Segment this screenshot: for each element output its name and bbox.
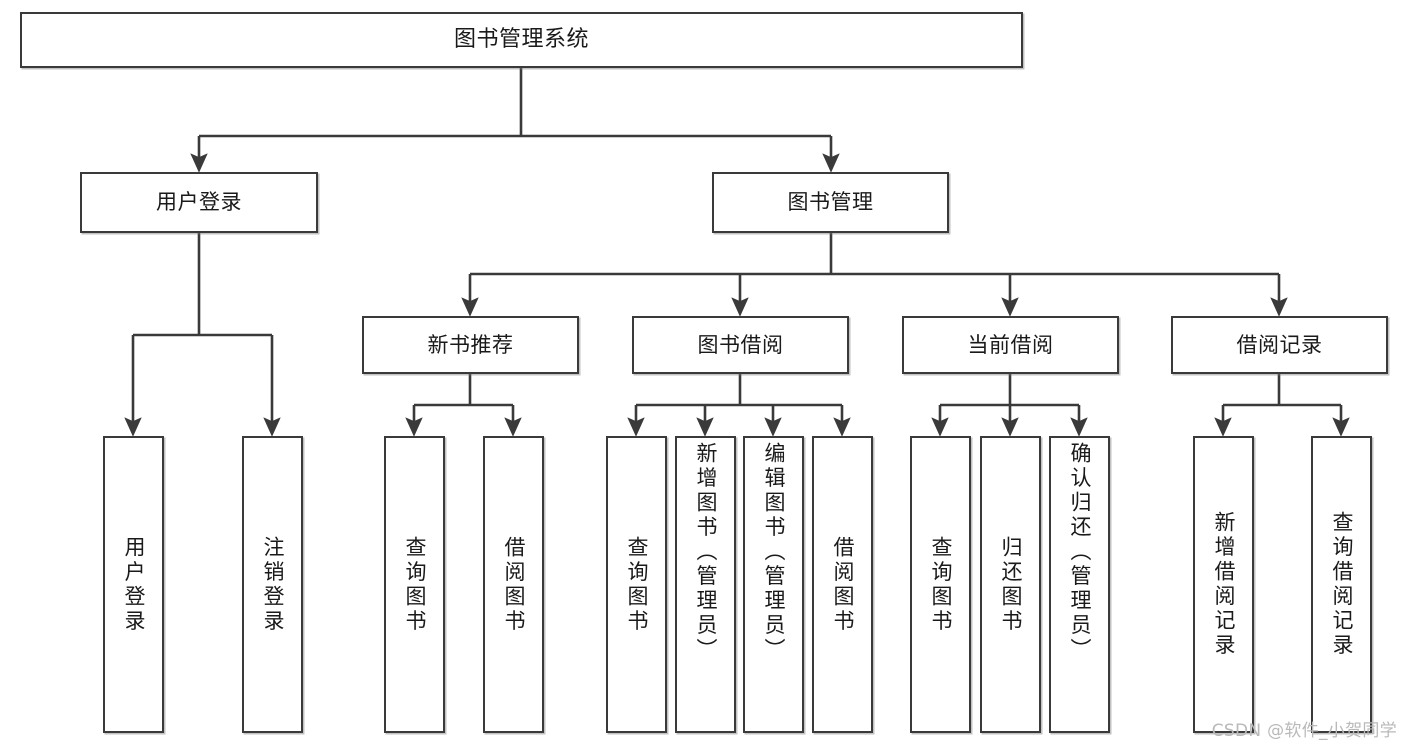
- node-user-login-label: 用户登录: [156, 190, 242, 215]
- node-leaf-return-book[interactable]: 归还图书: [980, 436, 1041, 733]
- node-leaf-add-book-label: 新增图书（管理员）: [694, 442, 718, 663]
- node-leaf-query-book-2[interactable]: 查询图书: [606, 436, 667, 733]
- node-leaf-query-book-1[interactable]: 查询图书: [384, 436, 445, 733]
- node-leaf-borrow-book-2-label: 借阅图书: [831, 535, 855, 634]
- node-leaf-logout-label: 注销登录: [261, 535, 285, 634]
- node-leaf-logout[interactable]: 注销登录: [242, 436, 303, 733]
- node-leaf-user-login[interactable]: 用户登录: [103, 436, 164, 733]
- node-leaf-confirm-return[interactable]: 确认归还（管理员）: [1049, 436, 1110, 733]
- node-leaf-borrow-book-2[interactable]: 借阅图书: [812, 436, 873, 733]
- node-leaf-borrow-book-1-label: 借阅图书: [502, 535, 526, 634]
- node-leaf-confirm-return-label: 确认归还（管理员）: [1068, 442, 1092, 663]
- node-leaf-query-record-label: 查询借阅记录: [1330, 511, 1354, 658]
- node-root-label: 图书管理系统: [453, 27, 589, 53]
- node-leaf-edit-book[interactable]: 编辑图书（管理员）: [743, 436, 804, 733]
- node-leaf-add-record[interactable]: 新增借阅记录: [1193, 436, 1254, 733]
- node-user-login[interactable]: 用户登录: [80, 172, 318, 233]
- node-leaf-edit-book-label: 编辑图书（管理员）: [762, 442, 786, 663]
- node-leaf-borrow-book-1[interactable]: 借阅图书: [483, 436, 544, 733]
- node-leaf-return-book-label: 归还图书: [999, 535, 1023, 634]
- node-book-manage[interactable]: 图书管理: [712, 172, 949, 233]
- node-book-manage-label: 图书管理: [787, 190, 874, 215]
- node-borrow-record[interactable]: 借阅记录: [1171, 316, 1388, 374]
- node-leaf-query-book-3-label: 查询图书: [929, 535, 953, 634]
- csdn-watermark: CSDN @软件_小贺同学: [1211, 721, 1397, 741]
- node-leaf-query-book-3[interactable]: 查询图书: [910, 436, 971, 733]
- node-book-borrow-label: 图书借阅: [697, 332, 784, 357]
- node-leaf-query-book-1-label: 查询图书: [403, 535, 427, 634]
- node-book-borrow[interactable]: 图书借阅: [632, 316, 849, 374]
- node-current-borrow-label: 当前借阅: [967, 332, 1054, 357]
- node-current-borrow[interactable]: 当前借阅: [902, 316, 1119, 374]
- node-leaf-add-record-label: 新增借阅记录: [1212, 511, 1236, 658]
- node-new-book-recommend-label: 新书推荐: [427, 332, 514, 357]
- node-leaf-add-book[interactable]: 新增图书（管理员）: [675, 436, 736, 733]
- node-leaf-user-login-label: 用户登录: [122, 535, 146, 634]
- node-new-book-recommend[interactable]: 新书推荐: [362, 316, 579, 374]
- node-leaf-query-book-2-label: 查询图书: [625, 535, 649, 634]
- node-root[interactable]: 图书管理系统: [20, 12, 1023, 68]
- node-leaf-query-record[interactable]: 查询借阅记录: [1311, 436, 1372, 733]
- node-borrow-record-label: 借阅记录: [1236, 332, 1323, 357]
